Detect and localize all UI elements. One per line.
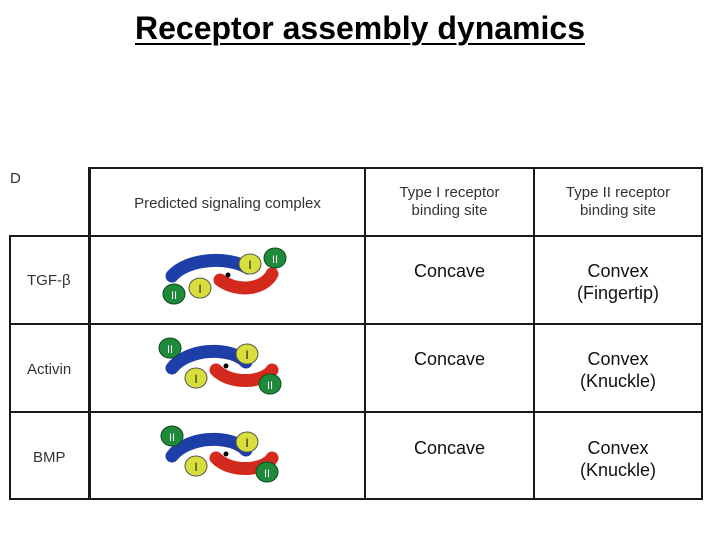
type2-label: II xyxy=(167,344,173,356)
row-activin-type2-site: Convex (Knuckle) xyxy=(579,349,657,391)
type2-label: II xyxy=(264,468,270,480)
type1-label: I xyxy=(194,372,197,386)
tgf-beta-complex-diagram: I II I II xyxy=(162,247,287,305)
type2-receptor-right: II xyxy=(255,461,279,483)
type2-receptor-left: II xyxy=(158,337,182,359)
type1-receptor-right: I xyxy=(235,343,259,365)
type1-receptor-left: I xyxy=(188,277,212,299)
table-divider-label xyxy=(88,168,91,500)
row-label-bmp: BMP xyxy=(33,449,66,466)
row-tgf-beta-type2-site: Convex (Fingertip) xyxy=(576,261,660,303)
type2-receptor-right: II xyxy=(263,247,287,269)
ligand-monomer-red xyxy=(209,451,279,476)
ligand-interface-dot xyxy=(225,272,231,278)
row-activin-type1-site: Concave xyxy=(413,349,486,369)
slide-title: Receptor assembly dynamics xyxy=(135,10,585,46)
type1-receptor-right: I xyxy=(235,431,259,453)
header-type2: Type II receptor binding site xyxy=(565,184,671,219)
row-bmp-type2-site: Convex (Knuckle) xyxy=(579,438,657,480)
type1-label: I xyxy=(248,258,251,272)
table-border-right xyxy=(701,168,703,500)
row-bmp-type1-site: Concave xyxy=(413,438,486,458)
ligand-monomer-blue xyxy=(165,432,253,463)
type2-receptor-right: II xyxy=(258,373,282,395)
table-row-rule-1 xyxy=(9,323,703,325)
table-divider-type1 xyxy=(533,168,535,500)
row-tgf-beta-type1-site: Concave xyxy=(413,261,486,281)
row-label-tgf-beta: TGF-β xyxy=(27,272,71,289)
type1-receptor-right: I xyxy=(238,253,262,275)
table-header-rule xyxy=(9,235,703,237)
table-border-left xyxy=(9,236,11,500)
type2-label: II xyxy=(267,380,273,392)
ligand-monomer-red xyxy=(213,267,279,295)
type2-label: II xyxy=(169,432,175,444)
ligand-monomer-blue xyxy=(165,344,253,375)
ligand-interface-dot xyxy=(223,451,229,457)
ligand-interface-dot xyxy=(223,363,229,369)
table-row-rule-2 xyxy=(9,411,703,413)
type2-receptor-left: II xyxy=(162,283,186,305)
type1-label: I xyxy=(245,436,248,450)
type2-receptor-left: II xyxy=(160,425,184,447)
table-border-bottom xyxy=(9,498,703,500)
type1-label: I xyxy=(194,460,197,474)
ligand-monomer-blue xyxy=(165,253,255,283)
type1-label: I xyxy=(198,282,201,296)
activin-complex-diagram: II I I II xyxy=(158,337,282,395)
type2-label: II xyxy=(171,290,177,302)
header-type1: Type I receptor binding site xyxy=(399,184,500,219)
bmp-complex-diagram: II I I II xyxy=(160,425,279,483)
type1-receptor-left: I xyxy=(184,367,208,389)
header-complex: Predicted signaling complex xyxy=(134,195,321,212)
table-divider-complex xyxy=(364,168,366,500)
type1-receptor-left: I xyxy=(184,455,208,477)
panel-label: D xyxy=(10,170,21,187)
ligand-monomer-red xyxy=(209,363,279,388)
row-label-activin: Activin xyxy=(27,361,72,378)
type2-label: II xyxy=(272,254,278,266)
table-border-top xyxy=(88,167,703,169)
type1-label: I xyxy=(245,348,248,362)
